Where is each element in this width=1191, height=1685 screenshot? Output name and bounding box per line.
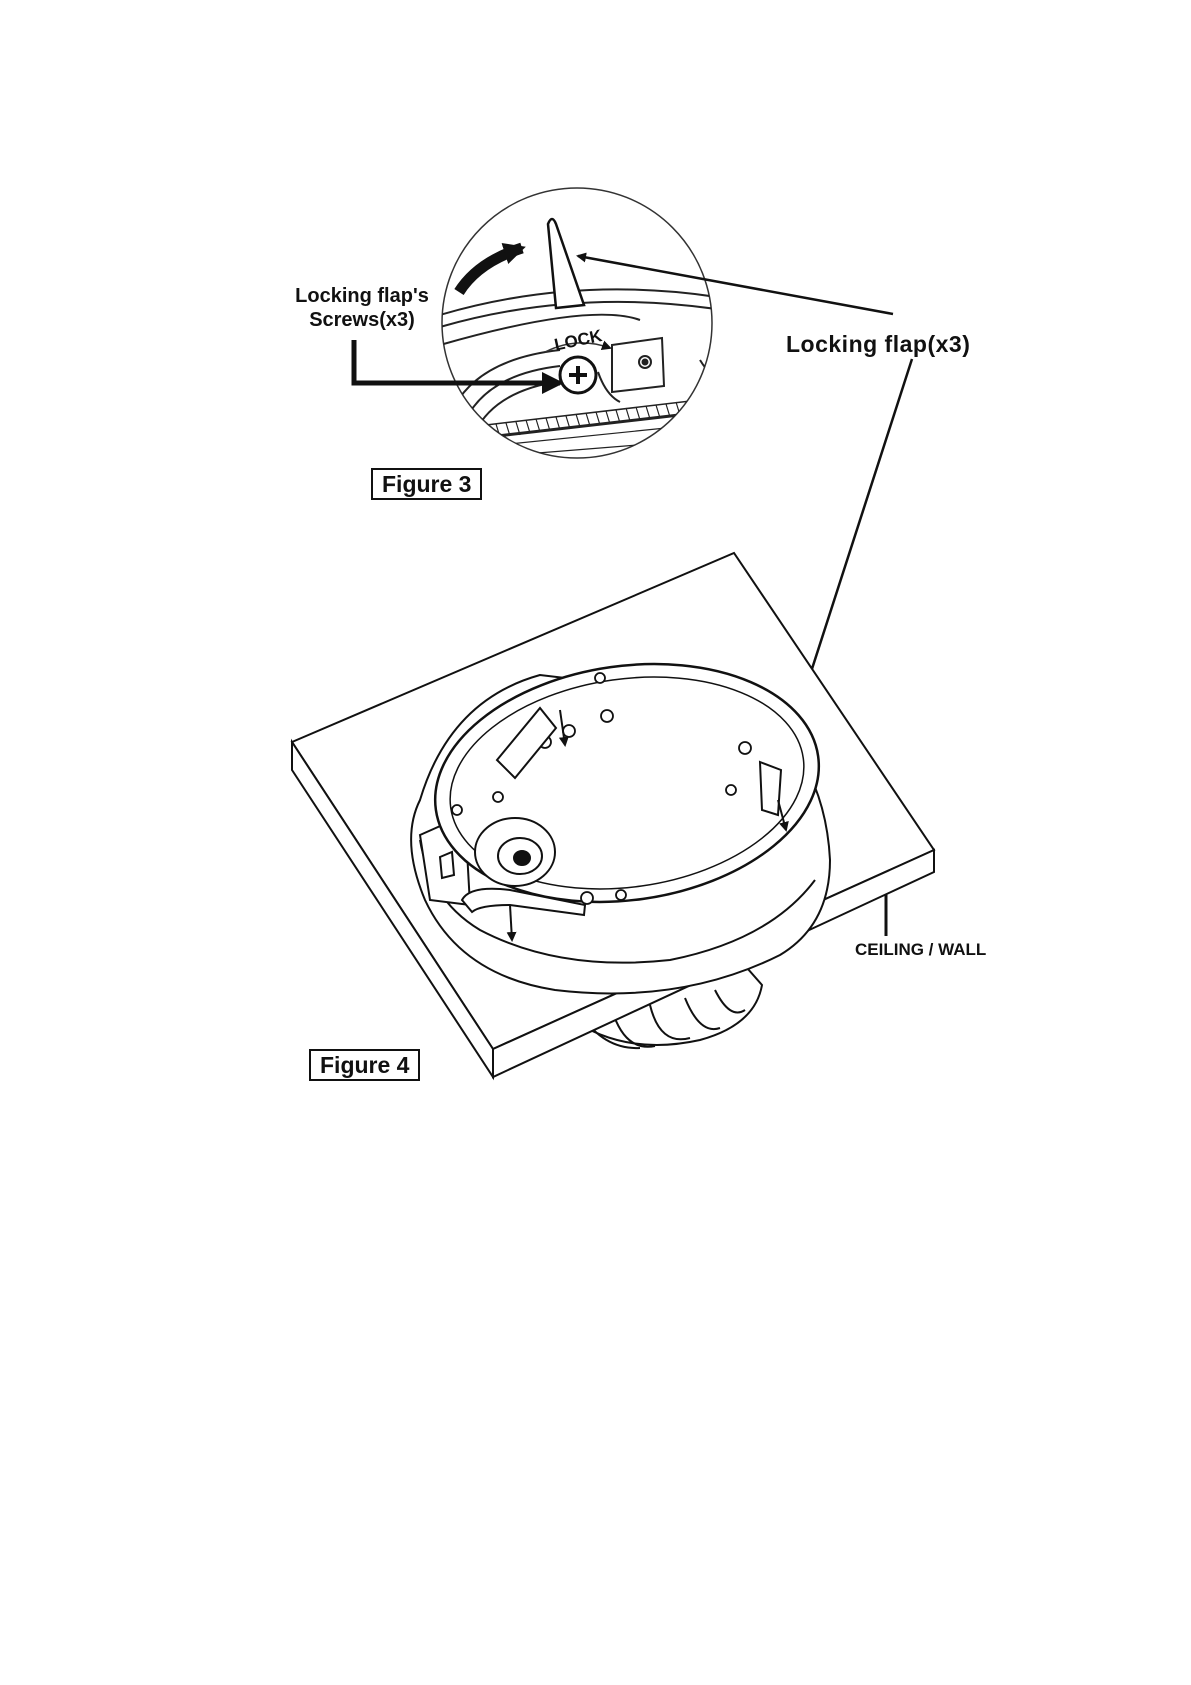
phillips-screw-icon <box>560 357 596 393</box>
figure4-illustration <box>292 553 934 1077</box>
cable-entry <box>475 818 555 886</box>
screws-label: Locking flap's Screws(x3) <box>262 284 462 332</box>
figure3-detail: LOCK <box>430 188 735 458</box>
screws-label-line1: Locking flap's <box>262 284 462 308</box>
screws-label-line2: Screws(x3) <box>262 308 462 332</box>
ceiling-wall-label: CEILING / WALL <box>855 940 986 960</box>
locking-flap-right <box>760 762 781 815</box>
figure4-caption: Figure 4 <box>309 1049 420 1081</box>
figure3-caption: Figure 3 <box>371 468 482 500</box>
locking-flap-label: Locking flap(x3) <box>786 331 970 358</box>
